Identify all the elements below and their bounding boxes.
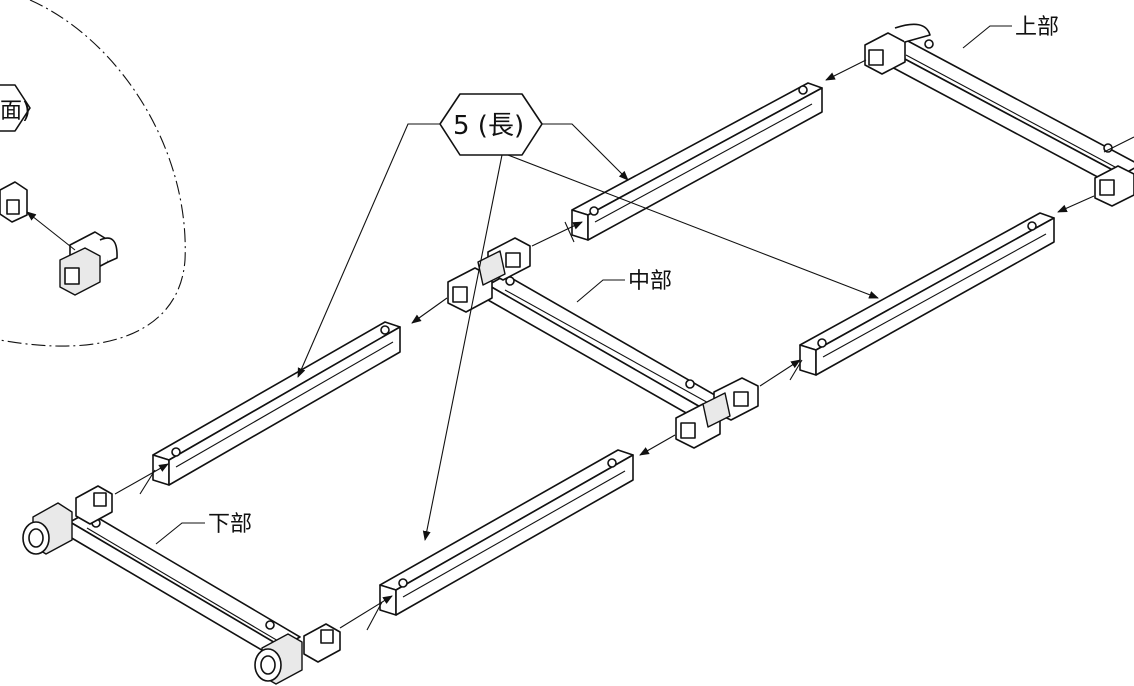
- inset-tag-text: 面): [0, 99, 31, 124]
- label-upper: 上部: [962, 15, 1059, 49]
- middle-section: [411, 221, 803, 456]
- svg-text:下部: 下部: [208, 512, 252, 537]
- inset-hex-tag: [0, 84, 31, 132]
- upper-section: [571, 23, 1134, 376]
- part-tag-leaders: [297, 123, 879, 541]
- lower-left-long-bar: [152, 321, 401, 486]
- lower-section: [22, 321, 634, 685]
- svg-text:中部: 中部: [628, 269, 672, 294]
- lower-crossbar: [69, 511, 301, 663]
- inset-boundary: [0, 0, 186, 347]
- lower-right-foot-connector: [254, 623, 341, 685]
- upper-left-corner-connector: [864, 23, 931, 75]
- detail-inset: 面): [0, 0, 186, 347]
- label-middle: 中部: [576, 269, 672, 303]
- middle-right-connector: [675, 377, 759, 449]
- part-tag: 5 (長): [297, 93, 879, 541]
- lower-right-long-bar: [379, 449, 634, 616]
- label-lower: 下部: [155, 512, 252, 545]
- svg-text:上部: 上部: [1015, 15, 1059, 40]
- upper-long-bar-right: [799, 212, 1055, 376]
- inset-connector: [0, 181, 118, 296]
- lower-left-foot-connector: [22, 485, 113, 555]
- upper-right-corner-connector: [1094, 165, 1134, 207]
- middle-crossbar: [487, 274, 721, 423]
- upper-crossbar: [887, 39, 1134, 191]
- upper-long-bar-left: [571, 82, 823, 241]
- middle-left-connector: [447, 237, 531, 313]
- part-tag-text: 5 (長): [453, 111, 524, 141]
